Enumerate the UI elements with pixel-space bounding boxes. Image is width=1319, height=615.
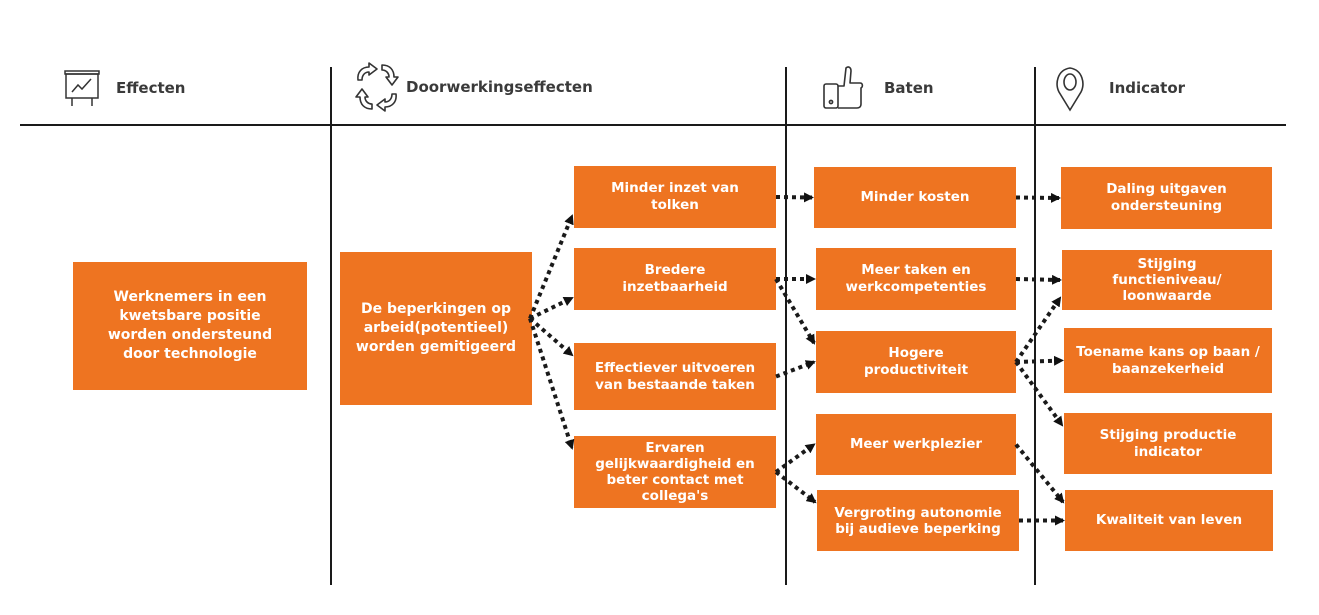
node-kwaliteit: Kwaliteit van leven xyxy=(1065,490,1273,551)
arrow-tolken-to-kosten xyxy=(775,192,814,203)
arrow-werkplezier-to-kwaliteit xyxy=(1014,443,1065,504)
recycle-arrows-icon xyxy=(355,62,399,112)
node-tolken: Minder inzet van tolken xyxy=(574,166,776,228)
node-bredere: Bredere inzetbaarheid xyxy=(574,248,776,310)
arrow-productiviteit-to-functieniveau xyxy=(1014,296,1062,364)
node-autonomie: Vergroting autonomie bij audieve beperki… xyxy=(817,490,1019,551)
arrow-beperkingen-to-ervaren xyxy=(528,317,575,450)
arrow-effectiever-to-productiviteit xyxy=(775,360,816,379)
arrow-ervaren-to-werkplezier xyxy=(774,442,816,474)
node-daling: Daling uitgaven ondersteuning xyxy=(1061,167,1272,229)
node-productiviteit: Hogere productiviteit xyxy=(816,331,1016,393)
arrow-productiviteit-to-baankans xyxy=(1015,355,1064,366)
node-werknemers: Werknemers in een kwetsbare positie word… xyxy=(73,262,307,390)
arrow-productiviteit-to-productie xyxy=(1014,360,1064,427)
node-productie: Stijging productie indicator xyxy=(1064,413,1272,474)
node-baankans: Toename kans op baan / baanzekerheid xyxy=(1064,328,1272,393)
column-label: Baten xyxy=(884,79,934,97)
thumbs-up-icon xyxy=(823,66,864,109)
node-effectiever: Effectiever uitvoeren van bestaande take… xyxy=(574,343,776,410)
column-label: Indicator xyxy=(1109,79,1186,97)
arrow-beperkingen-to-tolken xyxy=(528,214,574,320)
node-functieniveau: Stijging functieniveau/ loonwaarde xyxy=(1062,250,1272,310)
arrow-ervaren-to-autonomie xyxy=(774,470,817,504)
node-beperkingen: De beperkingen op arbeid(potentieel) wor… xyxy=(340,252,532,405)
column-header-doorwerkingseffecten: Doorwerkingseffecten xyxy=(352,60,593,114)
presentation-chart-icon xyxy=(64,70,100,106)
arrow-beperkingen-to-bredere xyxy=(529,296,574,321)
node-taken: Meer taken en werkcompetenties xyxy=(816,248,1016,310)
column-header-baten: Baten xyxy=(822,64,934,112)
node-werkplezier: Meer werkplezier xyxy=(816,414,1016,475)
column-header-effecten: Effecten xyxy=(62,68,186,108)
column-label: Doorwerkingseffecten xyxy=(406,78,593,96)
node-ervaren: Ervaren gelijkwaardigheid en beter conta… xyxy=(574,436,776,508)
column-divider-3 xyxy=(1034,67,1036,585)
node-kosten: Minder kosten xyxy=(814,167,1016,228)
column-label: Effecten xyxy=(116,79,186,97)
header-divider xyxy=(20,124,1286,126)
arrow-beperkingen-to-effectiever xyxy=(528,316,574,357)
location-pin-icon xyxy=(1056,67,1084,112)
arrow-bredere-to-productiviteit xyxy=(774,277,816,345)
arrow-kosten-to-daling xyxy=(1015,192,1061,203)
column-divider-1 xyxy=(330,67,332,585)
arrow-taken-to-functieniveau xyxy=(1015,274,1062,285)
column-header-indicator: Indicator xyxy=(1055,64,1185,112)
column-divider-2 xyxy=(785,67,787,585)
